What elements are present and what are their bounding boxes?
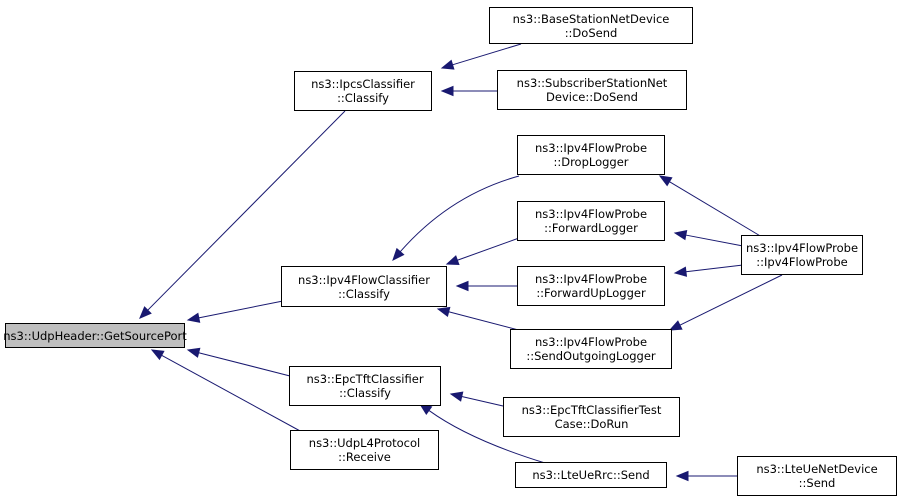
edge-line bbox=[679, 274, 783, 326]
edge-line bbox=[452, 43, 522, 66]
node-sendout[interactable]: ns3::Ipv4FlowProbe::SendOutgoingLogger bbox=[510, 329, 672, 369]
arrowhead bbox=[186, 312, 201, 323]
edge-line bbox=[161, 354, 303, 433]
arrowhead bbox=[436, 306, 451, 317]
node-label-line: ::Send bbox=[798, 476, 836, 490]
node-label-line: ns3::UdpL4Protocol bbox=[308, 436, 421, 450]
edge-line bbox=[198, 352, 291, 377]
arrowhead bbox=[440, 59, 455, 70]
edge-epctft-to-root bbox=[186, 347, 291, 377]
node-label-line: ::DoSend bbox=[564, 25, 618, 40]
edge-probe-to-fwdup bbox=[673, 264, 744, 277]
edge-fwdup-to-ipv4fc bbox=[455, 280, 517, 292]
node-udpl4[interactable]: ns3::UdpL4Protocol::Receive bbox=[290, 430, 439, 470]
node-label-line: ns3::UdpHeader::GetSourcePort bbox=[3, 328, 187, 343]
node-label-line: ns3::SubscriberStationNet bbox=[516, 76, 668, 90]
node-label-line: ::Classify bbox=[338, 286, 390, 301]
node-label-line: ::Receive bbox=[338, 450, 391, 464]
node-label-line: ns3::Ipv4FlowProbe bbox=[534, 272, 648, 286]
node-label-line: ns3::IpcsClassifier bbox=[311, 77, 415, 91]
node-ltend[interactable]: ns3::LteUeNetDevice::Send bbox=[737, 456, 897, 496]
node-label-line: ns3::EpcTftClassifier bbox=[306, 372, 424, 386]
node-lterrc[interactable]: ns3::LteUeRrc::Send bbox=[515, 462, 667, 488]
arrowhead bbox=[455, 280, 469, 292]
node-label-line: ::Classify bbox=[337, 91, 389, 105]
edge-probe-to-sendout bbox=[668, 274, 783, 331]
node-label-line: ::ForwardUpLogger bbox=[536, 286, 646, 300]
arrowhead bbox=[449, 391, 464, 402]
node-bsnd[interactable]: ns3::BaseStationNetDevice::DoSend bbox=[489, 7, 693, 44]
arrowhead bbox=[445, 255, 460, 266]
node-label-line: ns3::EpcTftClassifierTest bbox=[521, 403, 662, 417]
edge-eptest-to-epctft bbox=[449, 391, 504, 407]
node-fwdup[interactable]: ns3::Ipv4FlowProbe::ForwardUpLogger bbox=[517, 266, 665, 306]
node-epctft[interactable]: ns3::EpcTftClassifier::Classify bbox=[289, 366, 441, 406]
edge-ipcs-to-root bbox=[139, 110, 346, 319]
node-label-line: ::ForwardLogger bbox=[544, 221, 638, 235]
edge-probe-to-drop bbox=[658, 175, 763, 238]
edge-udpl4-to-root bbox=[150, 349, 303, 433]
arrowhead bbox=[673, 230, 688, 241]
edge-line bbox=[685, 264, 744, 273]
edge-probe-to-fwd bbox=[673, 230, 744, 247]
edge-ipv4fc-to-root bbox=[186, 300, 284, 323]
arrowhead bbox=[139, 306, 152, 319]
node-root[interactable]: ns3::UdpHeader::GetSourcePort bbox=[3, 323, 187, 348]
edge-drop-to-ipv4fc bbox=[392, 175, 520, 261]
arrowhead bbox=[440, 85, 454, 97]
node-label-line: ns3::LteUeRrc::Send bbox=[532, 468, 650, 482]
node-label-line: ::SendOutgoingLogger bbox=[526, 349, 656, 363]
node-label-line: ns3::BaseStationNetDevice bbox=[512, 11, 670, 26]
node-label-line: ns3::LteUeNetDevice bbox=[756, 462, 878, 476]
node-fwd[interactable]: ns3::Ipv4FlowProbe::ForwardLogger bbox=[517, 201, 665, 241]
arrowhead bbox=[392, 247, 405, 261]
node-drop[interactable]: ns3::Ipv4FlowProbe::DropLogger bbox=[517, 135, 665, 175]
node-label-line: ns3::Ipv4FlowProbe bbox=[534, 207, 648, 221]
node-ipcs[interactable]: ns3::IpcsClassifier::Classify bbox=[294, 71, 432, 111]
edge-line bbox=[399, 175, 520, 253]
edge-line bbox=[198, 300, 284, 319]
arrowhead bbox=[675, 470, 689, 482]
arrowhead bbox=[150, 349, 165, 361]
edge-ssnd-to-ipcs bbox=[440, 85, 497, 97]
edge-line bbox=[685, 234, 744, 247]
edge-line bbox=[669, 181, 763, 238]
node-label-line: Case::DoRun bbox=[554, 417, 629, 431]
node-label-line: Device::DoSend bbox=[546, 90, 638, 104]
edge-line bbox=[461, 395, 504, 407]
arrowhead bbox=[186, 347, 201, 358]
node-label-line: ns3::Ipv4FlowProbe bbox=[534, 141, 648, 155]
edge-line bbox=[457, 237, 520, 261]
node-label-line: ns3::Ipv4FlowProbe bbox=[745, 241, 859, 255]
node-probe[interactable]: ns3::Ipv4FlowProbe::Ipv4FlowProbe bbox=[741, 235, 863, 275]
arrowhead bbox=[668, 320, 683, 331]
edge-line bbox=[147, 110, 346, 311]
arrowhead bbox=[658, 175, 673, 187]
arrowhead bbox=[673, 266, 688, 277]
node-label-line: ::Ipv4FlowProbe bbox=[756, 255, 848, 269]
node-label-line: ::DropLogger bbox=[553, 155, 629, 169]
edge-bsnd-to-ipcs bbox=[440, 43, 522, 70]
node-label-line: ns3::Ipv4FlowClassifier bbox=[298, 272, 430, 287]
edge-ltend-to-lterrc bbox=[675, 470, 738, 482]
node-label-line: ns3::Ipv4FlowProbe bbox=[534, 335, 648, 349]
edge-line bbox=[428, 410, 546, 464]
edge-fwd-to-ipv4fc bbox=[445, 237, 520, 266]
node-ipv4fc[interactable]: ns3::Ipv4FlowClassifier::Classify bbox=[281, 266, 447, 307]
node-label-line: ::Classify bbox=[339, 386, 391, 400]
